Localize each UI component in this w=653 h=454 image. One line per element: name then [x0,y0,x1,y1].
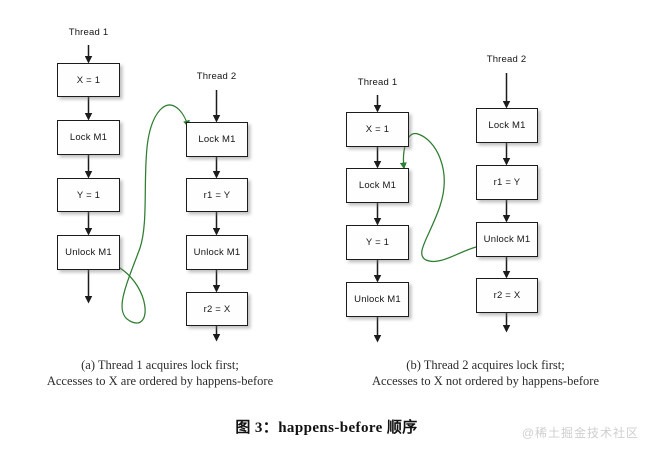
node-panel-a-t1-2[interactable]: Y = 1 [57,178,120,212]
panel-a-caption-line2: Accesses to X are ordered by happens-bef… [46,374,274,388]
happens-before-edge-b [399,133,477,262]
node-panel-a-t2-0[interactable]: Lock M1 [186,122,248,157]
node-panel-a-t1-3[interactable]: Unlock M1 [57,235,120,270]
node-panel-a-t1-0[interactable]: X = 1 [57,63,120,97]
node-panel-b-t2-0[interactable]: Lock M1 [476,108,538,143]
panel-a-thread1-label: Thread 1 [68,27,109,38]
node-panel-b-t1-0[interactable]: X = 1 [346,112,409,147]
panel-b-caption-line2: Accesses to X not ordered by happens-bef… [371,374,599,388]
node-panel-b-t1-1[interactable]: Lock M1 [346,168,409,203]
node-panel-a-t1-1[interactable]: Lock M1 [57,120,120,155]
panel-b-thread1-label: Thread 1 [357,77,398,88]
watermark: @稀土掘金技术社区 [521,426,639,440]
node-panel-b-t1-2[interactable]: Y = 1 [346,225,409,260]
node-panel-a-t2-3[interactable]: r2 = X [186,292,248,326]
node-panel-a-t2-1[interactable]: r1 = Y [186,178,248,212]
node-panel-b-t2-3[interactable]: r2 = X [476,278,538,313]
happens-before-edge-a [119,104,190,324]
panel-b-caption: (b) Thread 2 acquires lock first; Access… [318,357,653,389]
node-panel-b-t2-2[interactable]: Unlock M1 [476,222,538,257]
node-panel-b-t2-1[interactable]: r1 = Y [476,165,538,200]
panel-b-thread2-label: Thread 2 [486,54,527,65]
panel-b-caption-line1: (b) Thread 2 acquires lock first; [406,358,565,372]
panel-a-caption: (a) Thread 1 acquires lock first; Access… [0,357,320,389]
panel-a-thread2-label: Thread 2 [196,71,237,82]
node-panel-b-t1-3[interactable]: Unlock M1 [346,282,409,317]
node-panel-a-t2-2[interactable]: Unlock M1 [186,235,248,270]
figure-title: 图 3：happens-before 顺序 [235,420,418,436]
panel-a-caption-line1: (a) Thread 1 acquires lock first; [81,358,239,372]
